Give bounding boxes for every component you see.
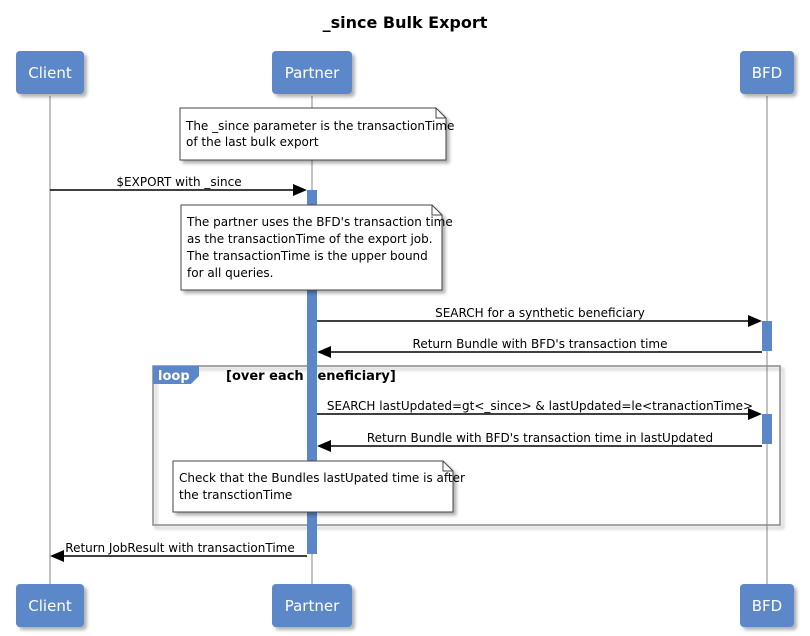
- note-check-line-2: the transctionTime: [179, 488, 292, 502]
- message-search-synthetic-label: SEARCH for a synthetic beneficiary: [435, 306, 645, 320]
- actor-partner-top: Partner: [272, 51, 352, 94]
- actor-bfd-bottom: BFD: [740, 584, 794, 627]
- actor-client-bottom-label: Client: [28, 597, 72, 615]
- message-search-synthetic: SEARCH for a synthetic beneficiary: [317, 306, 762, 327]
- bfd-activation-bar-2: [762, 414, 772, 444]
- loop-tag: loop: [158, 369, 190, 384]
- note-partner-line-1: The partner uses the BFD's transaction t…: [186, 215, 453, 229]
- actor-bfd-bottom-label: BFD: [752, 597, 782, 615]
- message-export-label: $EXPORT with _since: [116, 175, 241, 189]
- note-since-line-2: of the last bulk export: [186, 135, 319, 149]
- note-check: Check that the Bundles lastUpated time i…: [172, 460, 465, 513]
- actor-bfd-label: BFD: [752, 64, 782, 82]
- message-search-lastupdated-label: SEARCH lastUpdated=gt<_since> & lastUpda…: [327, 399, 753, 413]
- message-return-jobresult-label: Return JobResult with transactionTime: [65, 541, 294, 555]
- actor-client-label: Client: [28, 64, 72, 82]
- message-return-bundle-lastupdated-label: Return Bundle with BFD's transaction tim…: [367, 431, 713, 445]
- actor-client-top: Client: [16, 51, 84, 94]
- message-return-bundle-lastupdated: Return Bundle with BFD's transaction tim…: [317, 431, 762, 452]
- note-since-line-1: The _since parameter is the transactionT…: [185, 119, 454, 133]
- message-return-bundle-label: Return Bundle with BFD's transaction tim…: [413, 337, 668, 351]
- note-check-line-1: Check that the Bundles lastUpated time i…: [179, 471, 465, 485]
- message-return-bundle: Return Bundle with BFD's transaction tim…: [317, 337, 762, 358]
- actor-partner-bottom-label: Partner: [285, 597, 340, 615]
- message-return-jobresult: Return JobResult with transactionTime: [50, 541, 307, 562]
- note-partner-line-3: The transactionTime is the upper bound: [186, 249, 428, 263]
- partner-activation-bar: [307, 190, 317, 554]
- note-since-param: The _since parameter is the transactionT…: [179, 107, 454, 161]
- note-partner-line-2: as the transactionTime of the export job…: [187, 232, 433, 246]
- actor-bfd-top: BFD: [740, 51, 794, 94]
- bfd-activation-bar-1: [762, 321, 772, 351]
- actor-client-bottom: Client: [16, 584, 84, 627]
- note-partner-line-4: for all queries.: [187, 266, 273, 280]
- note-partner-uses: The partner uses the BFD's transaction t…: [180, 204, 453, 291]
- message-search-lastupdated: SEARCH lastUpdated=gt<_since> & lastUpda…: [317, 399, 762, 420]
- diagram-title: _since Bulk Export: [323, 13, 488, 32]
- actor-partner-label: Partner: [285, 64, 340, 82]
- actor-partner-bottom: Partner: [272, 584, 352, 627]
- message-export: $EXPORT with _since: [50, 175, 307, 196]
